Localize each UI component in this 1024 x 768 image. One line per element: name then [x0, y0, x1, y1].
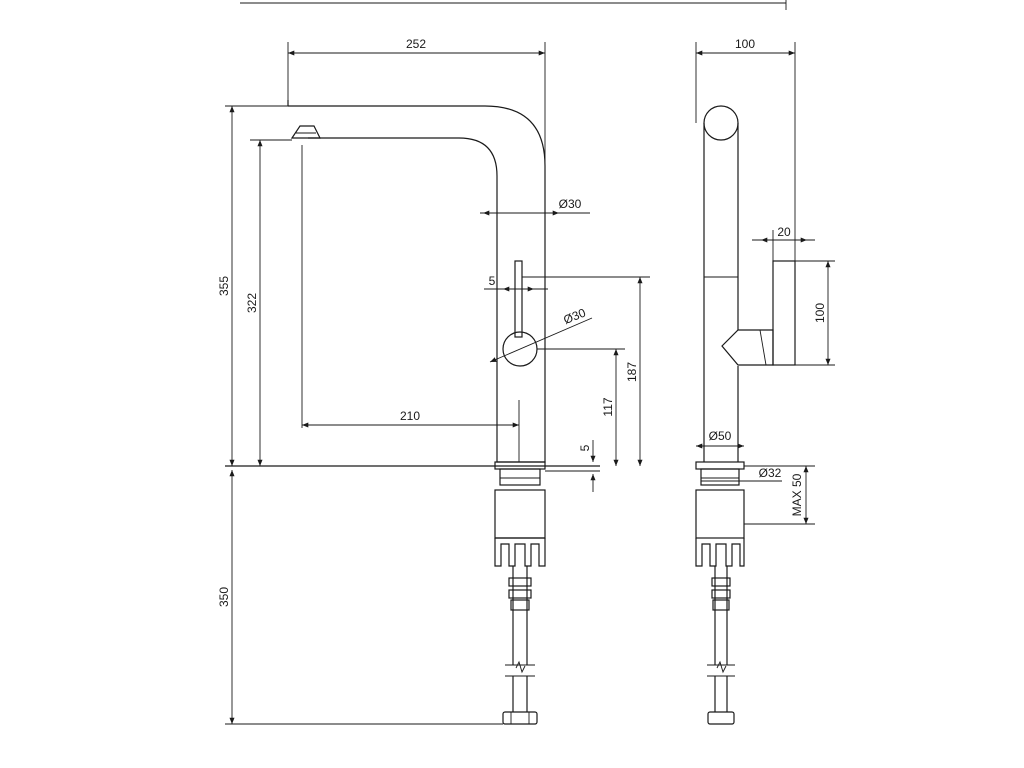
front-view: 252 355 322 210 Ø30 5 Ø30 187	[217, 37, 650, 725]
dim-hose-length: 350	[217, 587, 231, 607]
dim-aerator-reach: 210	[400, 409, 420, 423]
handle-lever	[514, 260, 523, 338]
supply-hoses	[502, 566, 538, 725]
dim-max-deck: MAX 50	[790, 473, 804, 516]
dim-body-depth: 100	[735, 37, 755, 51]
side-view: 100 20 100 Ø50 Ø32 MAX 50	[695, 37, 835, 725]
dim-handle-width: 5	[489, 274, 496, 288]
dim-spout-diameter: Ø30	[559, 197, 582, 211]
dim-lever-height: 117	[601, 397, 615, 416]
side-spout-head	[703, 105, 739, 141]
dim-base-diameter: Ø50	[709, 429, 732, 443]
dim-handle-height: 187	[625, 362, 639, 382]
dim-spout-reach: 252	[406, 37, 426, 51]
side-supply-hose	[707, 566, 735, 725]
dim-total-height: 355	[217, 276, 231, 296]
dim-shank-diameter: Ø32	[759, 466, 782, 480]
dim-handle-diameter: Ø30	[561, 305, 588, 327]
spout-outline	[288, 105, 546, 463]
dim-spout-clearance: 322	[245, 293, 259, 313]
mounting-nut	[494, 538, 546, 567]
dim-handle-depth: 20	[777, 225, 791, 239]
mounting-shank	[494, 489, 546, 539]
dim-base-height: 5	[578, 444, 592, 451]
base-collar	[499, 468, 541, 486]
aerator	[290, 125, 321, 139]
side-handle	[772, 260, 796, 366]
dim-handle-length: 100	[813, 303, 827, 323]
dim-line-handle-diameter	[489, 317, 593, 363]
side-handle-joint	[721, 329, 774, 366]
